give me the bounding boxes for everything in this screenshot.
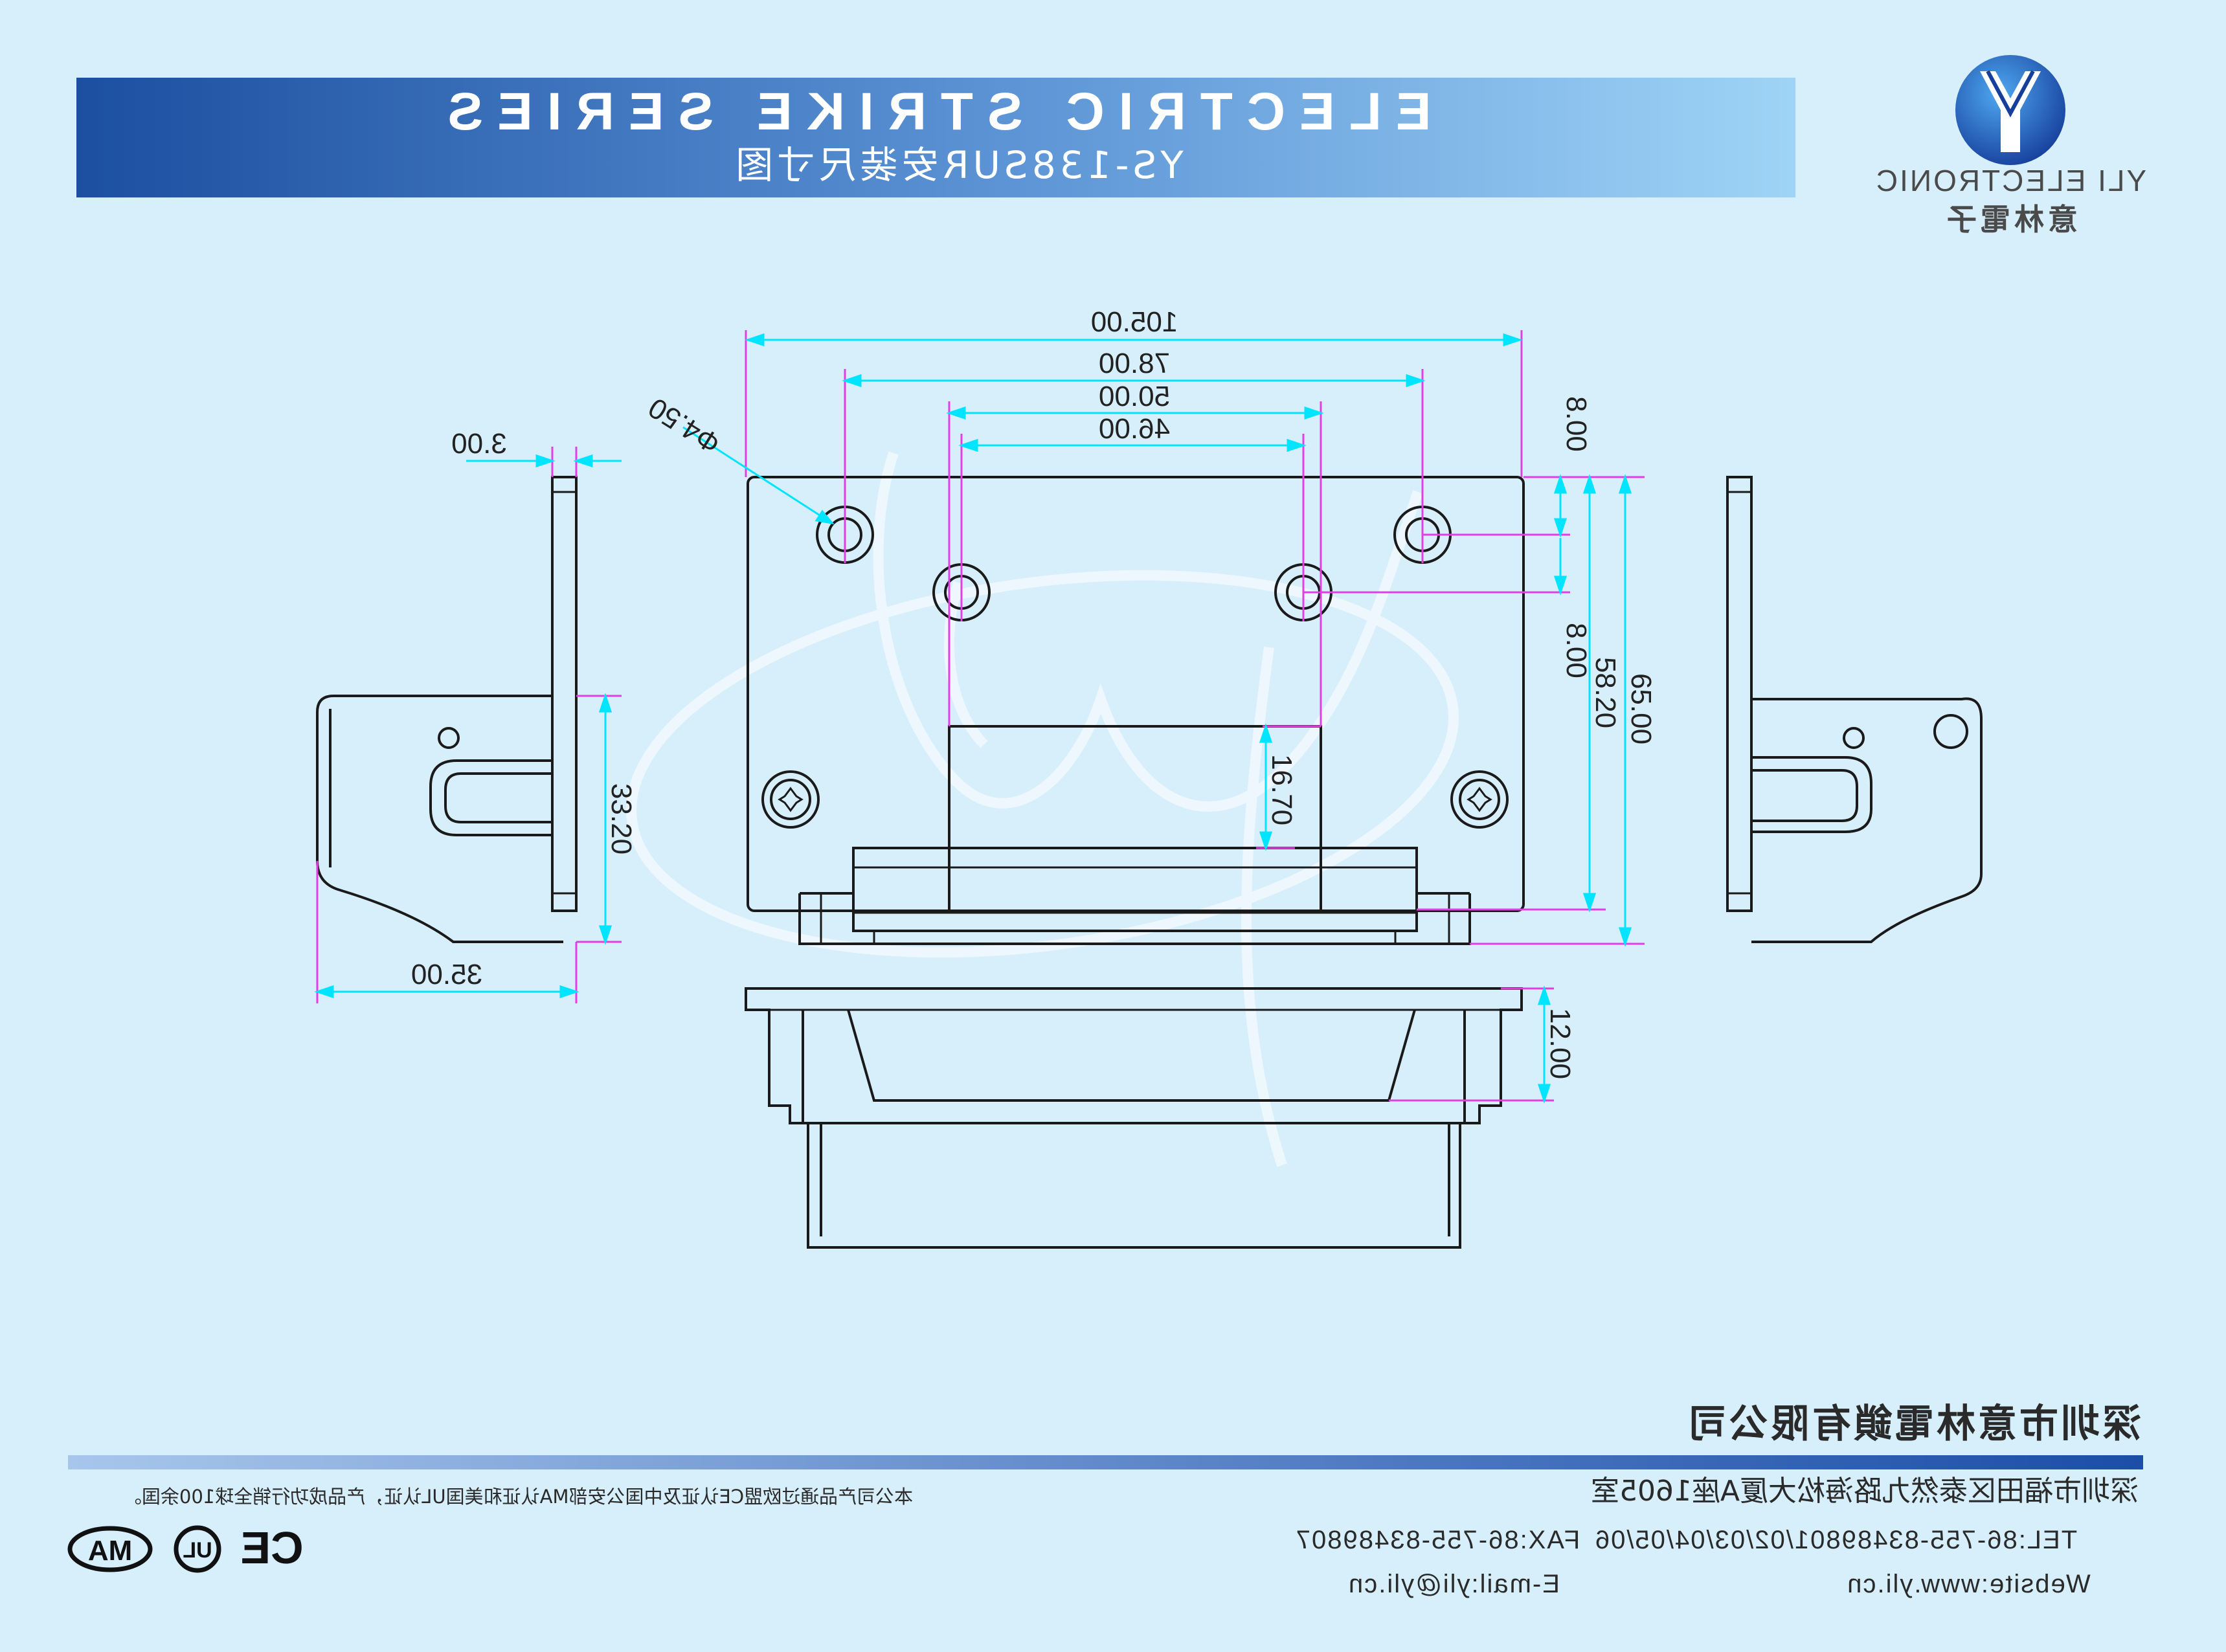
dim-16: 16.70 — [1266, 754, 1298, 825]
company-tel: TEL:86-755-83489801/02/03/04/05/06 — [1594, 1526, 2077, 1554]
company-email: E-mail:yli@yli.cn — [1347, 1570, 1560, 1598]
dim-78: 78.00 — [1099, 348, 1170, 379]
svg-text:MA: MA — [88, 1535, 132, 1567]
company-name: 深圳市意林電鎖有限公司 — [1685, 1401, 2141, 1447]
dim-105: 105.00 — [1091, 306, 1178, 338]
company-logo: YLI ELECTRONIC 意林電子 — [1874, 55, 2146, 237]
svg-text:CE: CE — [240, 1523, 303, 1573]
side-plate-right — [1726, 476, 1753, 912]
dimension-lines — [314, 333, 1632, 1104]
header-banner: ELECTRIC STRIKE SERIES YS-138SUR安装尺寸图 — [76, 78, 1795, 197]
dim-46: 46.00 — [1099, 413, 1170, 445]
dim-8-mid: 8.00 — [1560, 623, 1592, 678]
footer-divider — [68, 1455, 2143, 1469]
company-fax: FAX:86-755-83489807 — [1295, 1526, 1580, 1554]
right-side-view — [1726, 476, 1983, 943]
torx-screw-left-icon — [761, 770, 820, 829]
dim-8-top: 8.00 — [1560, 396, 1592, 452]
side-plate-left — [551, 476, 578, 912]
dim-35: 35.00 — [411, 959, 482, 990]
torx-screw-right-icon — [1450, 770, 1509, 829]
watermark — [626, 451, 1459, 1167]
certification-note: 本公司产品通过欧盟CE认证及中国公安部MA认证和美国UL认证，产品成功行销全球1… — [123, 1486, 913, 1508]
front-view — [747, 476, 1525, 945]
dim-58: 58.20 — [1590, 657, 1621, 728]
cert-ce-icon: CE — [240, 1523, 303, 1573]
bottom-flange — [745, 987, 1523, 1249]
dim-3: 3.00 — [451, 428, 507, 460]
face-plate — [747, 476, 1525, 912]
company-website: Website:www.yli.cn — [1846, 1570, 2091, 1598]
dimension-labels: 105.00 78.00 50.00 46.00 Φ4.50 3.00 8.00… — [411, 306, 1657, 1079]
logo-brand-en: YLI ELECTRONIC — [1874, 164, 2146, 197]
company-address: 深圳市福田区泰然九路海松大厦A座1605室 — [1591, 1475, 2139, 1508]
logo-brand-cn: 意林電子 — [1943, 202, 2078, 237]
header-subtitle: YS-138SUR安装尺寸图 — [732, 143, 1184, 187]
dim-65: 65.00 — [1625, 673, 1657, 744]
dim-50: 50.00 — [1099, 381, 1170, 412]
footer: 深圳市意林電鎖有限公司 深圳市福田区泰然九路海松大厦A座1605室 TEL:86… — [67, 1401, 2143, 1598]
left-side-view — [316, 476, 578, 943]
dim-33: 33.20 — [605, 783, 637, 854]
header-title: ELECTRIC STRIKE SERIES — [433, 82, 1431, 141]
cert-ma-icon: MA — [67, 1526, 153, 1572]
dim-12: 12.00 — [1544, 1008, 1576, 1079]
dim-hole-diameter: Φ4.50 — [643, 392, 726, 460]
cert-ul-icon: UL — [174, 1525, 221, 1573]
keeper-opening — [948, 725, 1322, 911]
bottom-view — [745, 987, 1523, 1249]
svg-text:UL: UL — [183, 1538, 212, 1563]
